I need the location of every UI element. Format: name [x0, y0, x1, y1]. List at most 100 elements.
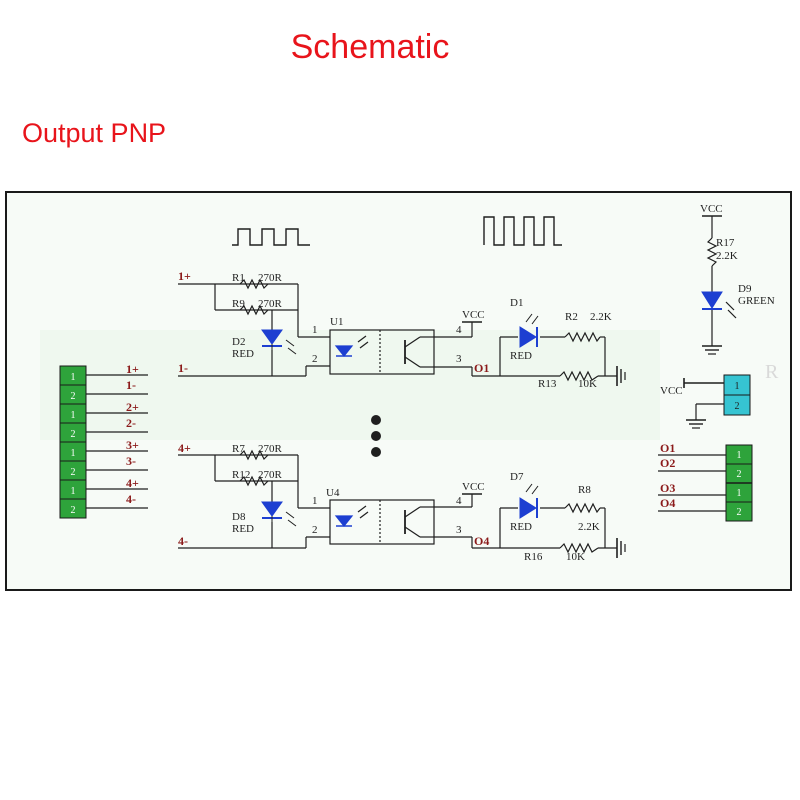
component-value: 10K	[566, 551, 585, 563]
pin-number: 2	[71, 467, 76, 478]
led-d9	[701, 291, 723, 310]
input-label: 4-	[126, 492, 136, 506]
page-subtitle: Output PNP	[22, 118, 167, 148]
component-label: D9	[738, 283, 752, 295]
output-label: O1	[660, 441, 675, 455]
input-label: 3-	[126, 454, 136, 468]
pin-number: 4	[456, 495, 462, 507]
led-d2	[261, 329, 297, 355]
input-connector-block-4: 1 2	[59, 479, 87, 519]
vcc-label: VCC	[660, 385, 683, 397]
channel-input-minus: 1-	[178, 361, 188, 375]
component-value: 270R	[258, 443, 283, 455]
component-label: R2	[565, 311, 578, 323]
channel-input-plus: 4+	[178, 441, 191, 455]
component-label: U4	[326, 487, 340, 499]
power-indicator: VCC R17 2.2K D9 GREEN	[700, 203, 775, 355]
resistor-r17	[706, 237, 718, 267]
resistor-r8	[564, 502, 601, 514]
component-value: GREEN	[738, 295, 775, 307]
pin-number: 2	[737, 469, 742, 480]
resistor-r13	[559, 370, 599, 382]
pin-number: 2	[737, 507, 742, 518]
pin-number: 1	[71, 372, 76, 383]
component-value: 2.2K	[590, 311, 612, 323]
led-d1	[519, 313, 539, 348]
pin-number: 1	[737, 450, 742, 461]
vcc-label: VCC	[462, 481, 485, 493]
channel-1: 1+ 1- R1 270R R9 270R D2 RED U1 1 2 3 4 …	[178, 269, 626, 390]
component-value: RED	[510, 350, 532, 362]
component-value: 2.2K	[716, 250, 738, 262]
pin-number: 2	[735, 401, 740, 412]
channel-input-plus: 1+	[178, 269, 191, 283]
input-connector-block-1: 1 2	[59, 365, 87, 405]
component-value: RED	[232, 348, 254, 360]
component-value: 270R	[258, 272, 283, 284]
component-label: R7	[232, 443, 245, 455]
page-title: Schematic	[290, 28, 450, 66]
slow-square-wave-icon	[232, 228, 310, 246]
component-label: R12	[232, 469, 250, 481]
pin-number: 2	[71, 391, 76, 402]
output-label: O4	[660, 496, 675, 510]
pin-number: 1	[735, 381, 740, 392]
component-value: RED	[510, 521, 532, 533]
component-value: 2.2K	[578, 521, 600, 533]
pin-number: 2	[71, 429, 76, 440]
square-wave-icons	[232, 216, 562, 246]
vcc-label: VCC	[700, 203, 723, 215]
resistor-r12	[239, 475, 269, 487]
resistor-r16	[559, 542, 599, 554]
component-value: 270R	[258, 469, 283, 481]
ellipsis-icon	[371, 415, 381, 457]
input-label: 2+	[126, 400, 139, 414]
component-label: R13	[538, 378, 557, 390]
resistor-r9	[239, 304, 269, 316]
component-label: R9	[232, 298, 245, 310]
pin-number: 4	[456, 324, 462, 336]
pin-number: 1	[312, 495, 318, 507]
output-label: O2	[660, 456, 675, 470]
component-value: RED	[232, 523, 254, 535]
pin-number: 1	[71, 486, 76, 497]
channel-input-minus: 4-	[178, 534, 188, 548]
component-label: D7	[510, 471, 524, 483]
fast-square-wave-icon	[483, 216, 562, 246]
component-label: R17	[716, 237, 735, 249]
pin-number: 1	[737, 488, 742, 499]
input-connector-block-2: 1 2	[59, 403, 87, 443]
pin-number: 2	[71, 505, 76, 516]
resistor-r2	[564, 331, 601, 343]
input-label: 1+	[126, 362, 139, 376]
component-label: U1	[330, 316, 343, 328]
component-label: D8	[232, 511, 246, 523]
input-label: 3+	[126, 438, 139, 452]
input-label: 1-	[126, 378, 136, 392]
pin-number: 1	[312, 324, 318, 336]
pin-number: 3	[456, 353, 462, 365]
component-label: D1	[510, 297, 523, 309]
input-label: 4+	[126, 476, 139, 490]
pin-number: 1	[71, 410, 76, 421]
component-label: R16	[524, 551, 543, 563]
pin-number: 3	[456, 524, 462, 536]
component-label: R8	[578, 484, 591, 496]
pin-number: 2	[312, 353, 318, 365]
component-value: 10K	[578, 378, 597, 390]
output-label: O1	[474, 361, 489, 375]
vcc-label: VCC	[462, 309, 485, 321]
resistor-r1	[239, 278, 269, 290]
channel-4: 4+ 4- R7 270R R12 270R D8 RED U4 1 2 3 4…	[178, 441, 626, 563]
watermark-r: R	[765, 361, 779, 383]
led-d8	[261, 501, 297, 527]
output-label: O4	[474, 534, 489, 548]
led-d7	[519, 483, 539, 519]
input-connector: 1 2 1 2 1 2 1 2	[59, 362, 148, 519]
pin-number: 2	[312, 524, 318, 536]
pin-number: 1	[71, 448, 76, 459]
resistor-r7	[239, 449, 269, 461]
component-label: D2	[232, 336, 245, 348]
